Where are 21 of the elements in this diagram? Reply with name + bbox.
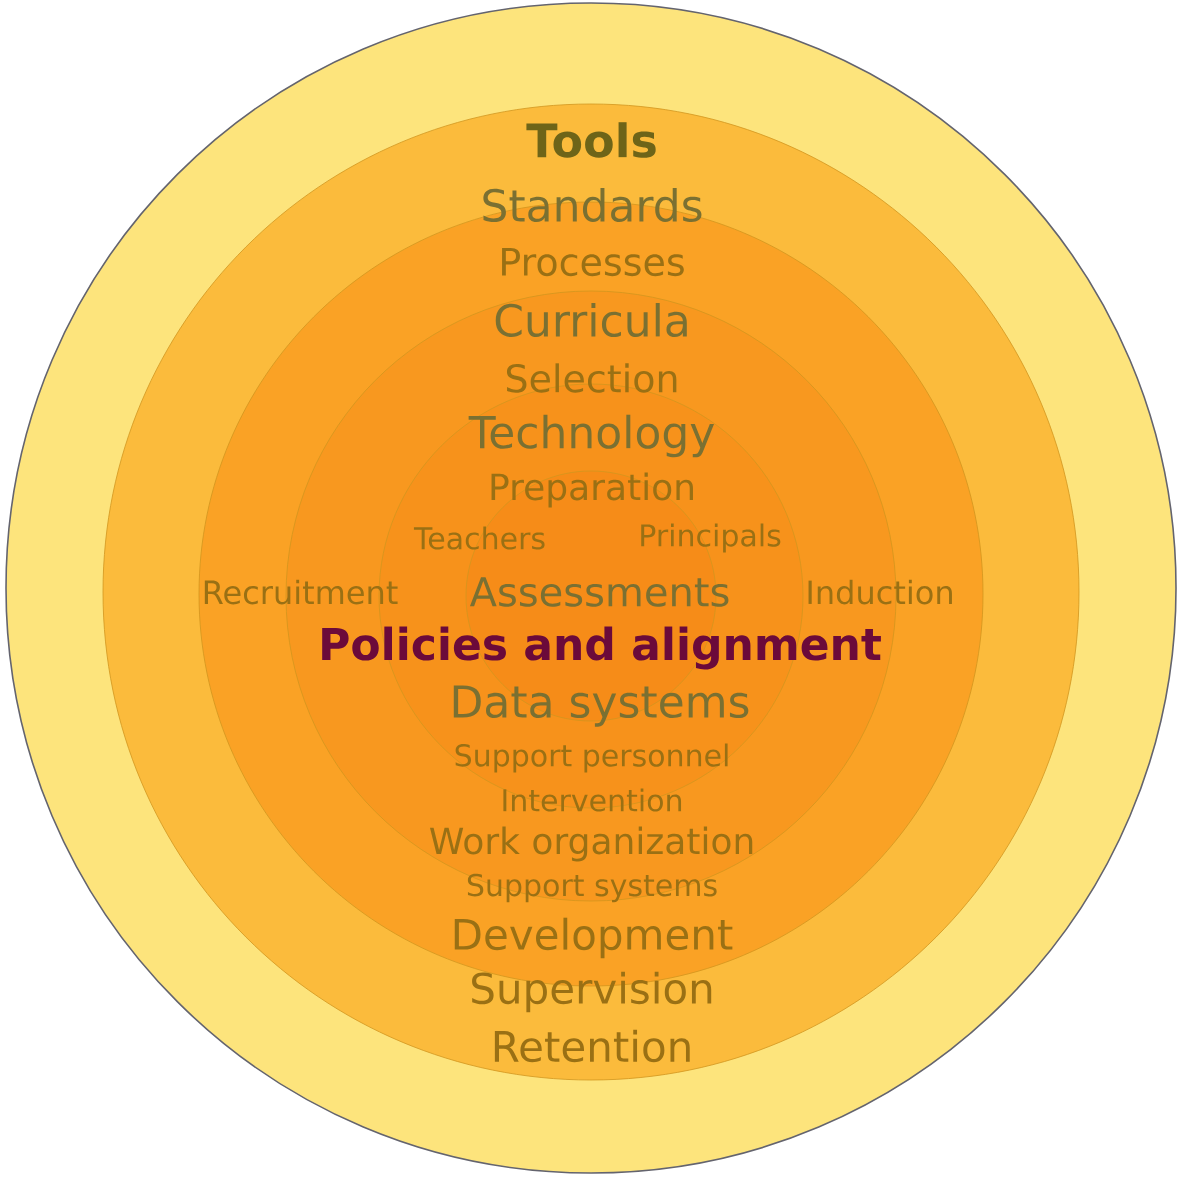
ring-label: Preparation: [491, 472, 693, 508]
ring-label: Support personnel: [455, 743, 728, 773]
ring-label: Induction: [808, 579, 952, 605]
ring-label: Assessments: [469, 577, 729, 607]
ring-label: Data systems: [453, 685, 749, 727]
ring-label: Technology: [468, 414, 714, 458]
ring-label: Intervention: [503, 788, 682, 812]
ring-label: Selection: [506, 363, 677, 393]
ring-label: Tools: [526, 122, 656, 158]
ring-label: Teachers: [413, 526, 545, 550]
ring-label: Supervision: [472, 971, 712, 1013]
ring-label: Development: [454, 917, 733, 959]
ring-label: Recruitment: [204, 579, 398, 605]
ring-label: Retention: [494, 1029, 690, 1063]
ring-label: Support systems: [467, 873, 717, 903]
ring-label: Work organization: [430, 826, 753, 862]
ring-label: Curricula: [495, 302, 687, 338]
ring-label: Principals: [641, 523, 781, 553]
ring-label: Processes: [502, 247, 684, 277]
ring-label: Policies and alignment: [322, 626, 881, 670]
ring-label: Standards: [483, 187, 702, 223]
